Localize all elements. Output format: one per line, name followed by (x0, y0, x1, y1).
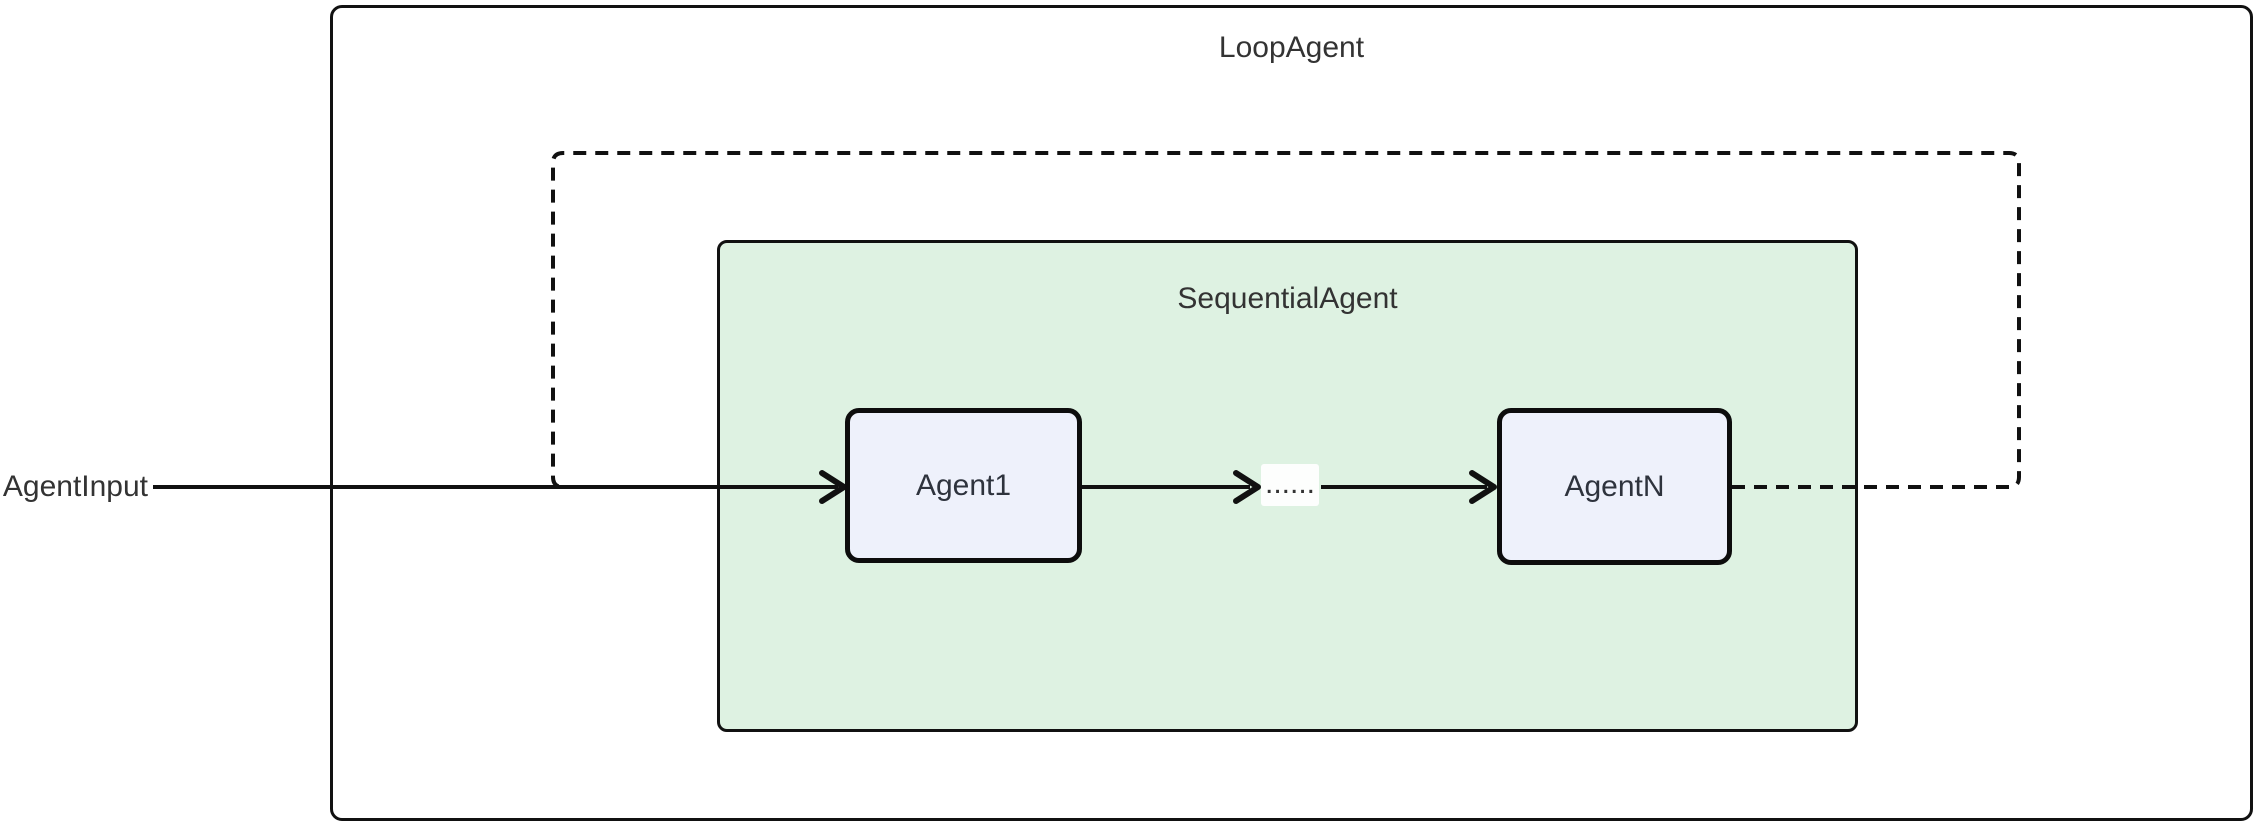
node-agentn-label: AgentN (1564, 469, 1665, 503)
node-agent1-label: Agent1 (915, 468, 1012, 502)
node-agent-input: AgentInput (2, 470, 148, 503)
edge-label-dots: ...... (1261, 464, 1319, 506)
sequential-agent-title: SequentialAgent (1177, 282, 1398, 315)
node-agentn: AgentN (1497, 408, 1732, 565)
node-agent1: Agent1 (845, 408, 1082, 563)
loop-agent-title: LoopAgent (1218, 31, 1365, 64)
